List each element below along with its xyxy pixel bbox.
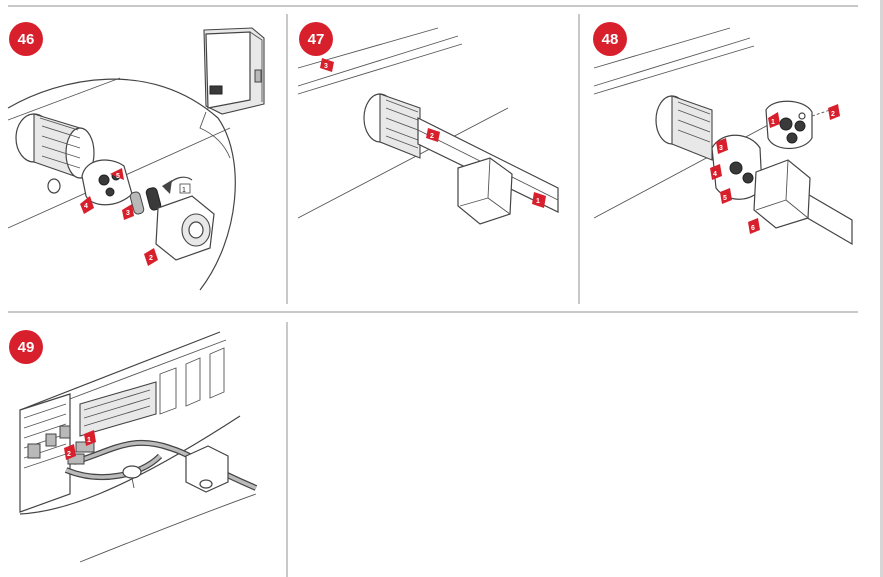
step-46-arrow-2: 2 — [144, 248, 158, 266]
cap-nut — [457, 157, 513, 225]
cable-gland — [15, 113, 95, 194]
svg-text:2: 2 — [67, 451, 71, 458]
svg-text:3: 3 — [324, 63, 328, 70]
step-49-badge: 49 — [9, 330, 43, 364]
svg-text:5: 5 — [116, 173, 120, 180]
step-46-arrow-4: 4 — [80, 196, 94, 214]
step-47-panel: 3 2 1 47 — [288, 8, 578, 308]
cable-gland — [363, 93, 421, 159]
step-49-arrow-2: 2 — [64, 444, 76, 460]
step-48-arrow-1: 1 — [768, 112, 780, 128]
column-divider-1 — [286, 14, 288, 304]
step-47-badge: 47 — [299, 22, 333, 56]
scrollbar-track[interactable] — [880, 0, 883, 577]
step-49-panel: 1 2 49 — [0, 314, 286, 577]
svg-text:1: 1 — [771, 119, 775, 126]
cap-nut — [155, 195, 215, 261]
step-46-arrow-5: 5 — [110, 168, 124, 180]
step-47-arrow-2: 2 — [426, 128, 440, 142]
data-cable — [73, 439, 258, 491]
step-48-arrow-2: 2 — [828, 104, 840, 120]
step-46-arrow-1: 1 — [179, 183, 191, 194]
column-divider-3 — [286, 322, 288, 577]
cable-gland — [655, 95, 713, 161]
step-46-badge: 46 — [9, 22, 43, 56]
cap-nut — [753, 159, 811, 229]
column-divider-2 — [578, 14, 580, 304]
step-46-panel: 5 4 3 2 1 46 — [0, 8, 286, 308]
svg-text:1: 1 — [87, 437, 91, 444]
step-47-arrow-1: 1 — [532, 192, 546, 208]
step-47-arrow-3: 3 — [320, 58, 334, 72]
svg-text:1: 1 — [182, 187, 186, 194]
step-48-arrow-6: 6 — [748, 218, 760, 234]
svg-text:3: 3 — [719, 145, 723, 152]
middle-divider — [8, 311, 858, 313]
step-46-illustration: 5 4 3 2 1 — [7, 27, 265, 291]
circuit-board — [19, 393, 71, 513]
svg-text:5: 5 — [723, 195, 727, 202]
svg-text:4: 4 — [84, 203, 88, 210]
svg-text:1: 1 — [536, 198, 540, 205]
cable-gland — [185, 445, 229, 493]
svg-text:2: 2 — [149, 255, 153, 262]
svg-text:3: 3 — [126, 210, 130, 217]
step-48-badge: 48 — [593, 22, 627, 56]
top-divider — [8, 5, 858, 7]
step-48-panel: 1 2 3 4 5 6 48 — [580, 8, 858, 308]
step-48-illustration: 1 2 3 4 5 6 — [593, 27, 853, 246]
step-48-arrow-3: 3 — [716, 138, 728, 154]
option-slot — [79, 381, 157, 437]
step-49-illustration: 1 2 — [19, 331, 258, 563]
step-46-arrow-3: 3 — [122, 204, 134, 220]
svg-text:2: 2 — [831, 111, 835, 118]
step-48-arrow-4: 4 — [710, 164, 722, 180]
svg-text:6: 6 — [751, 225, 755, 232]
svg-text:4: 4 — [713, 171, 717, 178]
step-47-illustration: 3 2 1 — [297, 27, 559, 225]
step-48-arrow-5: 5 — [720, 188, 732, 204]
inverter-device — [203, 27, 265, 115]
svg-text:2: 2 — [430, 133, 434, 140]
zoom-circle — [7, 78, 236, 291]
cable-tie — [122, 465, 142, 479]
blind-plugs — [129, 187, 162, 215]
step-49-arrow-1: 1 — [84, 430, 96, 446]
